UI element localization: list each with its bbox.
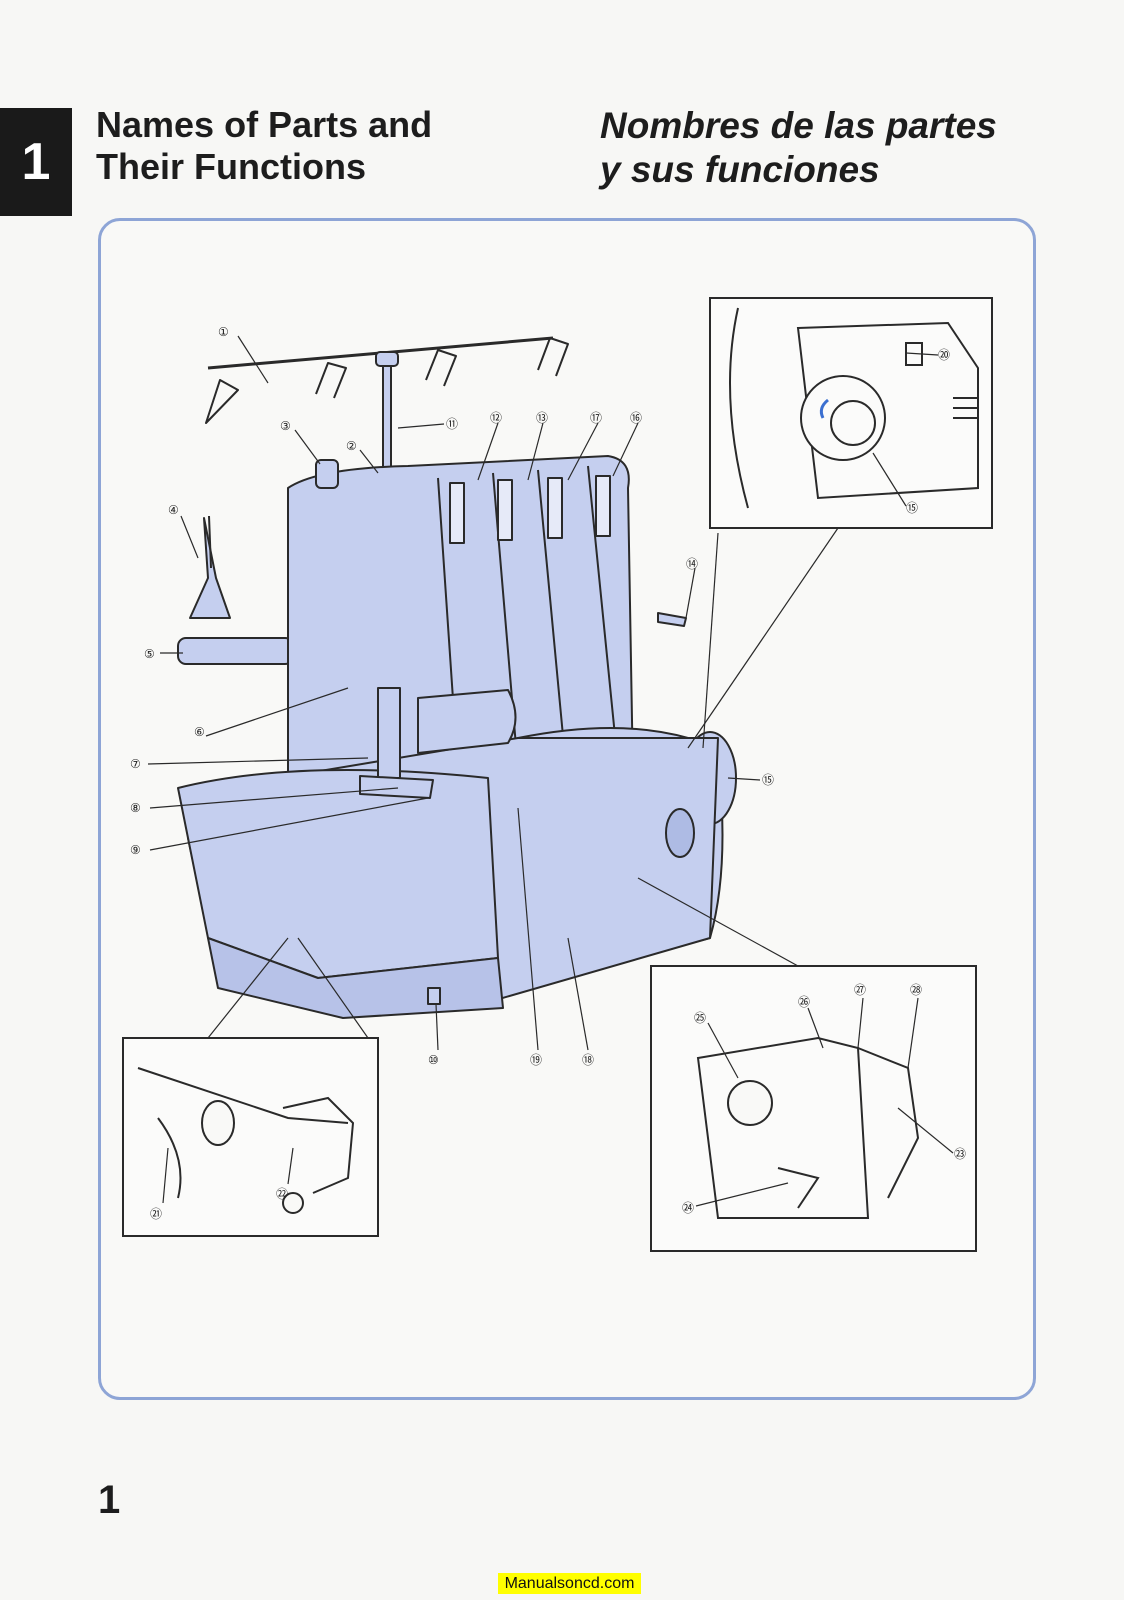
callout-13: ⑬ [536, 411, 548, 425]
callout-6: ⑥ [194, 725, 205, 739]
callout-10: ⑩ [428, 1053, 439, 1067]
serger-parts-diagram: ① ② ③ ④ ⑤ ⑥ ⑦ ⑧ ⑨ ⑩ ⑪ ⑫ ⑬ ⑰ ⑯ ⑭ ⑮ ⑱ ⑲ ⑳ … [122, 297, 993, 1252]
watermark: Manualsoncd.com [498, 1573, 641, 1594]
callout-28: ㉘ [910, 983, 922, 997]
callout-11: ⑪ [446, 417, 458, 431]
title-en-line-2: Their Functions [96, 146, 366, 187]
callout-21: ㉑ [150, 1207, 162, 1221]
page-number: 1 [98, 1478, 121, 1522]
callout-2: ② [346, 439, 357, 453]
callout-9: ⑨ [130, 843, 141, 857]
callout-18: ⑱ [582, 1053, 594, 1067]
callout-20: ⑳ [938, 348, 950, 362]
callout-27: ㉗ [854, 983, 866, 997]
callout-26: ㉖ [798, 995, 810, 1009]
page-title-spanish: Nombres de las partes y sus funciones [600, 104, 997, 192]
callout-8: ⑧ [130, 801, 141, 815]
callout-25: ㉕ [694, 1011, 706, 1025]
title-es-line-2: y sus funciones [600, 149, 880, 190]
page-title-english: Names of Parts and Their Functions [96, 104, 432, 188]
callout-19: ⑲ [530, 1053, 542, 1067]
callout-1: ① [218, 325, 229, 339]
section-tab: 1 [0, 108, 72, 216]
callout-23: ㉓ [954, 1147, 966, 1161]
callout-4: ④ [168, 503, 179, 517]
callout-5: ⑤ [144, 647, 155, 661]
callout-7: ⑦ [130, 757, 141, 771]
callout-22: ㉒ [276, 1187, 288, 1201]
callout-15-inset: ⑮ [906, 501, 918, 515]
title-en-line-1: Names of Parts and [96, 104, 433, 145]
callout-24: ㉔ [682, 1201, 694, 1215]
callout-3: ③ [280, 419, 291, 433]
callout-16: ⑯ [630, 411, 642, 425]
callout-12: ⑫ [490, 411, 502, 425]
title-es-line-1: Nombres de las partes [600, 105, 997, 146]
callout-17: ⑰ [590, 411, 602, 425]
callout-14: ⑭ [686, 557, 698, 571]
callout-15-main: ⑮ [762, 773, 774, 787]
